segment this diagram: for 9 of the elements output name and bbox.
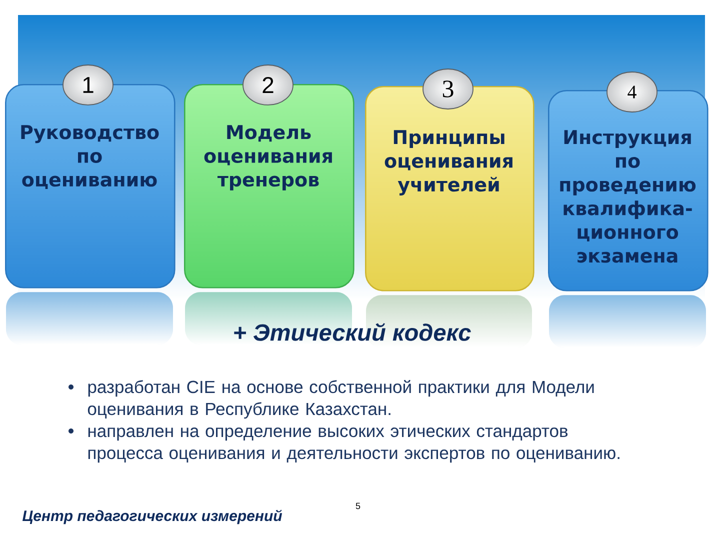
page-number: 5 [356,502,360,510]
footer-text: Центр педагогических измерений [22,510,282,524]
number-badge: 4 [606,72,658,112]
number-badge: 1 [62,64,114,106]
section-heading: + Этический кодекс [234,323,471,341]
number-badge: 2 [242,64,294,106]
bullet-text: направлен на определение высоких этических стандартов процесса оценивания и деятельности экспертов по оцениванию. [88,428,620,463]
bullet-text: разработан CIE на основе собственной практики для Модели оценивания в Республике Казахстан. [88,380,594,419]
number-badge: 3 [422,68,474,110]
